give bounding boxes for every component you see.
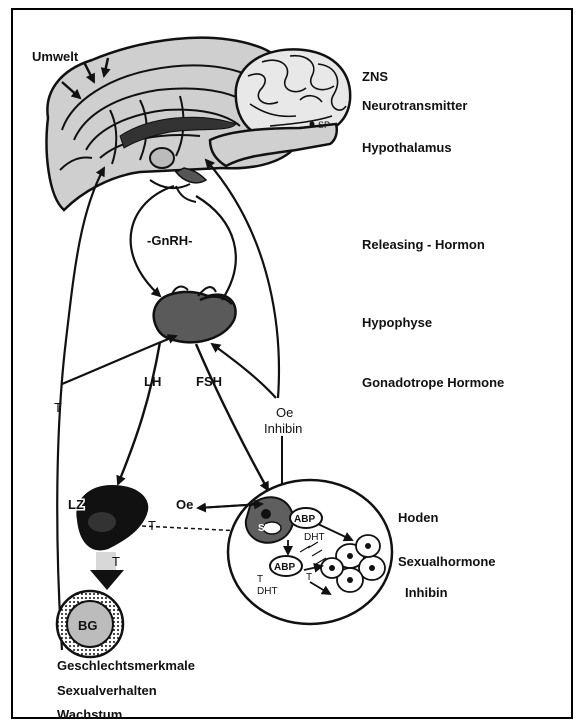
hypophyse-label: Hypophyse bbox=[362, 315, 432, 330]
cerebellum bbox=[236, 49, 350, 136]
sexualverhalten-label: Sexualverhalten bbox=[57, 683, 157, 698]
fsh-label: FSH bbox=[196, 374, 222, 389]
gnrh-label: -GnRH- bbox=[147, 233, 193, 248]
sz-label: SZ bbox=[258, 523, 271, 534]
sexualhormone-label: Sexualhormone bbox=[398, 554, 496, 569]
abp-2-label: ABP bbox=[274, 562, 295, 573]
abp-1-label: ABP bbox=[294, 514, 315, 525]
bottom-labels: Geschlechtsmerkmale Sexualverhalten Wach… bbox=[57, 658, 195, 722]
lh-label: LH bbox=[144, 374, 161, 389]
releasing-hormon-label: Releasing - Hormon bbox=[362, 237, 485, 252]
gonadotropin-arrows bbox=[118, 342, 268, 490]
hypothalamus-label: Hypothalamus bbox=[362, 140, 452, 155]
geschlechtsmerkmale-label: Geschlechtsmerkmale bbox=[57, 658, 195, 673]
sp-label: SP bbox=[318, 120, 330, 130]
t-dht-left-dht-label: DHT bbox=[257, 586, 278, 597]
umwelt-label: Umwelt bbox=[32, 49, 79, 64]
t-dht-left-t-label: T bbox=[257, 574, 263, 585]
t-lz-right-label: T bbox=[148, 518, 156, 533]
testis-section bbox=[228, 480, 392, 624]
t-feedback-label: T bbox=[54, 400, 62, 415]
inhibin-feedback-label: Inhibin bbox=[264, 421, 302, 436]
neurotransmitter-label: Neurotransmitter bbox=[362, 98, 467, 113]
oe-testis-label: Oe bbox=[176, 497, 193, 512]
dht-1-label: DHT bbox=[304, 532, 325, 543]
lz-label: LZ bbox=[68, 497, 84, 512]
wachstum-label: Wachstum bbox=[57, 707, 122, 722]
bg-label: BG bbox=[78, 618, 98, 633]
t-right-label: T bbox=[306, 572, 312, 583]
zns-label: ZNS bbox=[362, 69, 388, 84]
gonadotrope-label: Gonadotrope Hormone bbox=[362, 375, 504, 390]
brain-sagittal-illustration bbox=[47, 38, 351, 210]
leydig-cell bbox=[77, 486, 147, 549]
hoden-label: Hoden bbox=[398, 510, 439, 525]
oe-feedback-label: Oe bbox=[276, 405, 293, 420]
inhibin-label: Inhibin bbox=[405, 585, 448, 600]
t-lz-below-label: T bbox=[112, 554, 120, 569]
pituitary-gland bbox=[154, 287, 236, 343]
